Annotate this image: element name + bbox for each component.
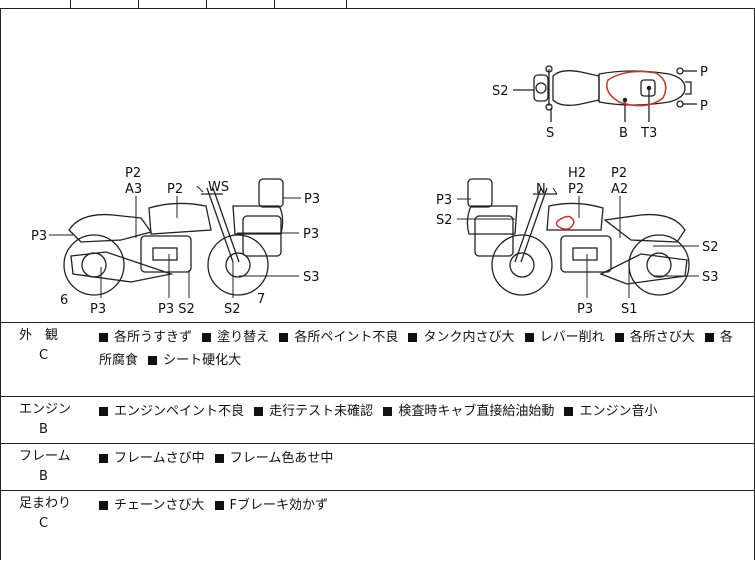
condition-item: 塗り替え xyxy=(196,330,269,345)
diagram-label: P3 xyxy=(90,302,106,317)
condition-item: 各所腐食 xyxy=(99,330,733,368)
condition-row-exterior: 外 観 C 各所うすきず 塗り替え 各所ペイント不良 タンク内さび大 レバー削れ… xyxy=(0,322,755,397)
diagram-label: P xyxy=(700,99,708,114)
diagram-label: P3 xyxy=(304,192,320,207)
condition-item: Fブレーキ効かず xyxy=(209,498,328,513)
diagram-label: P3 xyxy=(303,227,319,242)
condition-row-frame: フレーム B フレームさび中 フレーム色あせ中 xyxy=(0,443,755,491)
diagram-label: S1 xyxy=(621,302,638,317)
top-view-motorcycle xyxy=(513,65,697,122)
condition-item: 各所ペイント不良 xyxy=(273,330,398,345)
category-label: 足まわり C xyxy=(19,494,89,534)
left-side-motorcycle xyxy=(63,178,284,296)
category-name: エンジン xyxy=(19,402,72,417)
bullet-square-icon xyxy=(254,406,264,416)
category-grade: C xyxy=(39,516,49,531)
diagram-label: P3 xyxy=(31,229,47,244)
condition-item: シート硬化大 xyxy=(142,353,241,368)
bullet-square-icon xyxy=(99,332,108,342)
motorcycle-damage-diagram: S2 P P S B T3 xyxy=(31,65,719,317)
condition-item: 各所さび大 xyxy=(609,330,695,345)
condition-items: チェーンさび大 Fブレーキ効かず xyxy=(99,494,739,517)
diagram-label: P2 xyxy=(568,182,584,197)
diagram-label: N xyxy=(536,182,546,197)
condition-item: フレームさび中 xyxy=(99,451,205,466)
condition-item: 各所うすきず xyxy=(99,330,192,345)
bullet-square-icon xyxy=(214,500,224,510)
bullet-square-icon xyxy=(214,453,224,463)
diagram-label: S3 xyxy=(702,270,719,285)
diagram-label: B xyxy=(619,126,628,141)
condition-item: タンク内さび大 xyxy=(402,330,514,345)
diagram-label: S2 xyxy=(492,84,509,99)
bullet-square-icon xyxy=(408,332,418,342)
category-grade: B xyxy=(39,422,48,437)
bullet-square-icon xyxy=(383,406,393,416)
diagram-label: S2 xyxy=(702,240,719,255)
condition-item: レバー削れ xyxy=(519,330,605,345)
right-side-motorcycle xyxy=(466,178,690,296)
condition-items: 各所うすきず 塗り替え 各所ペイント不良 タンク内さび大 レバー削れ 各所さび大… xyxy=(99,326,739,372)
diagram-label: S xyxy=(546,126,554,141)
diagram-label: P2 xyxy=(125,166,141,181)
diagram-label: P3 xyxy=(436,193,452,208)
diagram-label: P xyxy=(700,65,708,80)
header-cell xyxy=(70,0,139,8)
bullet-square-icon xyxy=(614,332,624,342)
category-name: 足まわり xyxy=(19,496,72,511)
category-name: フレーム xyxy=(19,449,71,464)
condition-item: フレーム色あせ中 xyxy=(209,451,333,466)
bullet-square-icon xyxy=(279,332,289,342)
diagram-label: T3 xyxy=(640,126,657,141)
right-side-damage-mark xyxy=(555,215,575,230)
category-grade: B xyxy=(39,469,48,484)
top-view-damage-mark xyxy=(606,70,667,107)
damage-diagram-panel: S2 P P S B T3 xyxy=(0,8,755,323)
diagram-label: 7 xyxy=(257,292,265,307)
header-cell xyxy=(206,0,275,8)
right-side-leaders xyxy=(457,187,699,298)
category-label: フレーム B xyxy=(19,447,89,487)
category-name: 外 観 xyxy=(19,328,59,343)
diagram-label: A2 xyxy=(611,182,628,197)
diagram-label: H2 xyxy=(568,166,586,181)
condition-item: エンジン音小 xyxy=(558,404,657,419)
bullet-square-icon xyxy=(148,355,158,365)
condition-row-engine: エンジン B エンジンペイント不良 走行テスト未確認 検査時キャブ直接給油始動 … xyxy=(0,396,755,444)
diagram-label: P2 xyxy=(167,182,183,197)
header-table-remnant xyxy=(0,0,755,9)
category-label: エンジン B xyxy=(19,400,89,440)
category-grade: C xyxy=(39,348,49,363)
bullet-square-icon xyxy=(99,406,108,416)
header-cell xyxy=(274,0,347,8)
diagram-label: 6 xyxy=(60,293,68,308)
bullet-square-icon xyxy=(202,332,212,342)
condition-item: エンジンペイント不良 xyxy=(99,404,244,419)
header-cell xyxy=(0,0,71,8)
condition-item: 走行テスト未確認 xyxy=(248,404,373,419)
bullet-square-icon xyxy=(99,453,108,463)
condition-items: エンジンペイント不良 走行テスト未確認 検査時キャブ直接給油始動 エンジン音小 xyxy=(99,400,739,423)
condition-items: フレームさび中 フレーム色あせ中 xyxy=(99,447,739,470)
left-side-leaders xyxy=(49,185,301,298)
bullet-square-icon xyxy=(704,332,714,342)
condition-row-suspension: 足まわり C チェーンさび大 Fブレーキ効かず xyxy=(0,490,755,560)
category-label: 外 観 C xyxy=(19,326,89,366)
diagram-label: A3 xyxy=(125,182,142,197)
diagram-label: WS xyxy=(208,180,229,195)
header-cell xyxy=(138,0,207,8)
diagram-label: S2 xyxy=(224,302,241,317)
diagram-label: S2 xyxy=(436,213,453,228)
condition-item: 検査時キャブ直接給油始動 xyxy=(377,404,554,419)
diagram-label: P3 S2 xyxy=(158,302,195,317)
condition-item: チェーンさび大 xyxy=(99,498,204,513)
bullet-square-icon xyxy=(524,332,534,342)
bullet-square-icon xyxy=(99,500,108,510)
diagram-label: P3 xyxy=(577,302,593,317)
diagram-label: P2 xyxy=(611,166,627,181)
bullet-square-icon xyxy=(564,406,574,416)
diagram-label: S3 xyxy=(303,270,320,285)
